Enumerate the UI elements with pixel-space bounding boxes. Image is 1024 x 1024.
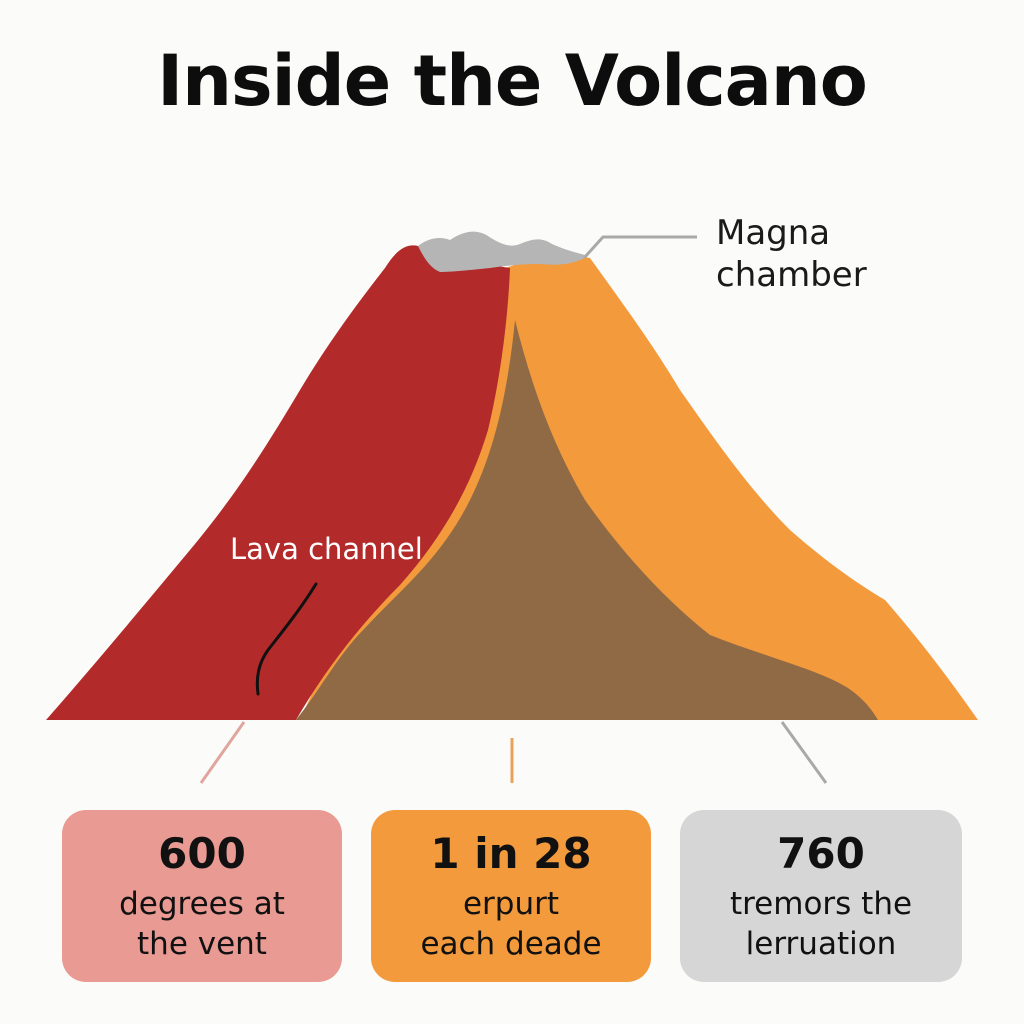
left-flank xyxy=(46,245,510,720)
stat-value: 600 xyxy=(158,829,246,878)
stat-description: erpurt each deade xyxy=(371,884,651,964)
stat-description-line-2: lerruation xyxy=(745,926,897,962)
stat-card-temperature: 600 degrees at the vent xyxy=(62,810,342,982)
stat-description-line-2: each deade xyxy=(420,926,602,962)
stat-value: 1 in 28 xyxy=(430,829,592,878)
stat-card-tremors: 760 tremors the lerruation xyxy=(680,810,962,982)
stat-description-line-1: tremors the xyxy=(729,886,913,922)
stat-description-line-1: degrees at xyxy=(119,886,285,922)
crater-ash xyxy=(418,231,588,272)
stat-description-line-1: erpurt xyxy=(462,886,560,922)
magma-chamber-label-line-2: chamber xyxy=(716,255,867,295)
lava-channel-pointer xyxy=(255,582,318,696)
lava-channel-label: Lava channel xyxy=(230,532,423,566)
magma-chamber-label-line-1: Magna xyxy=(716,213,831,253)
stat-description-line-2: the vent xyxy=(137,926,267,962)
connector-line-right xyxy=(780,721,828,784)
magma-chamber-label: Magna chamber xyxy=(716,212,956,296)
magma-chamber-connector xyxy=(582,235,697,260)
connector-line-left xyxy=(199,721,246,784)
page-title: Inside the Volcano xyxy=(157,40,868,122)
stat-value: 760 xyxy=(777,829,865,878)
stat-card-eruptions: 1 in 28 erpurt each deade xyxy=(371,810,651,982)
volcano-core xyxy=(296,320,878,720)
stat-description: tremors the lerruation xyxy=(680,884,962,964)
stat-description: degrees at the vent xyxy=(62,884,342,964)
